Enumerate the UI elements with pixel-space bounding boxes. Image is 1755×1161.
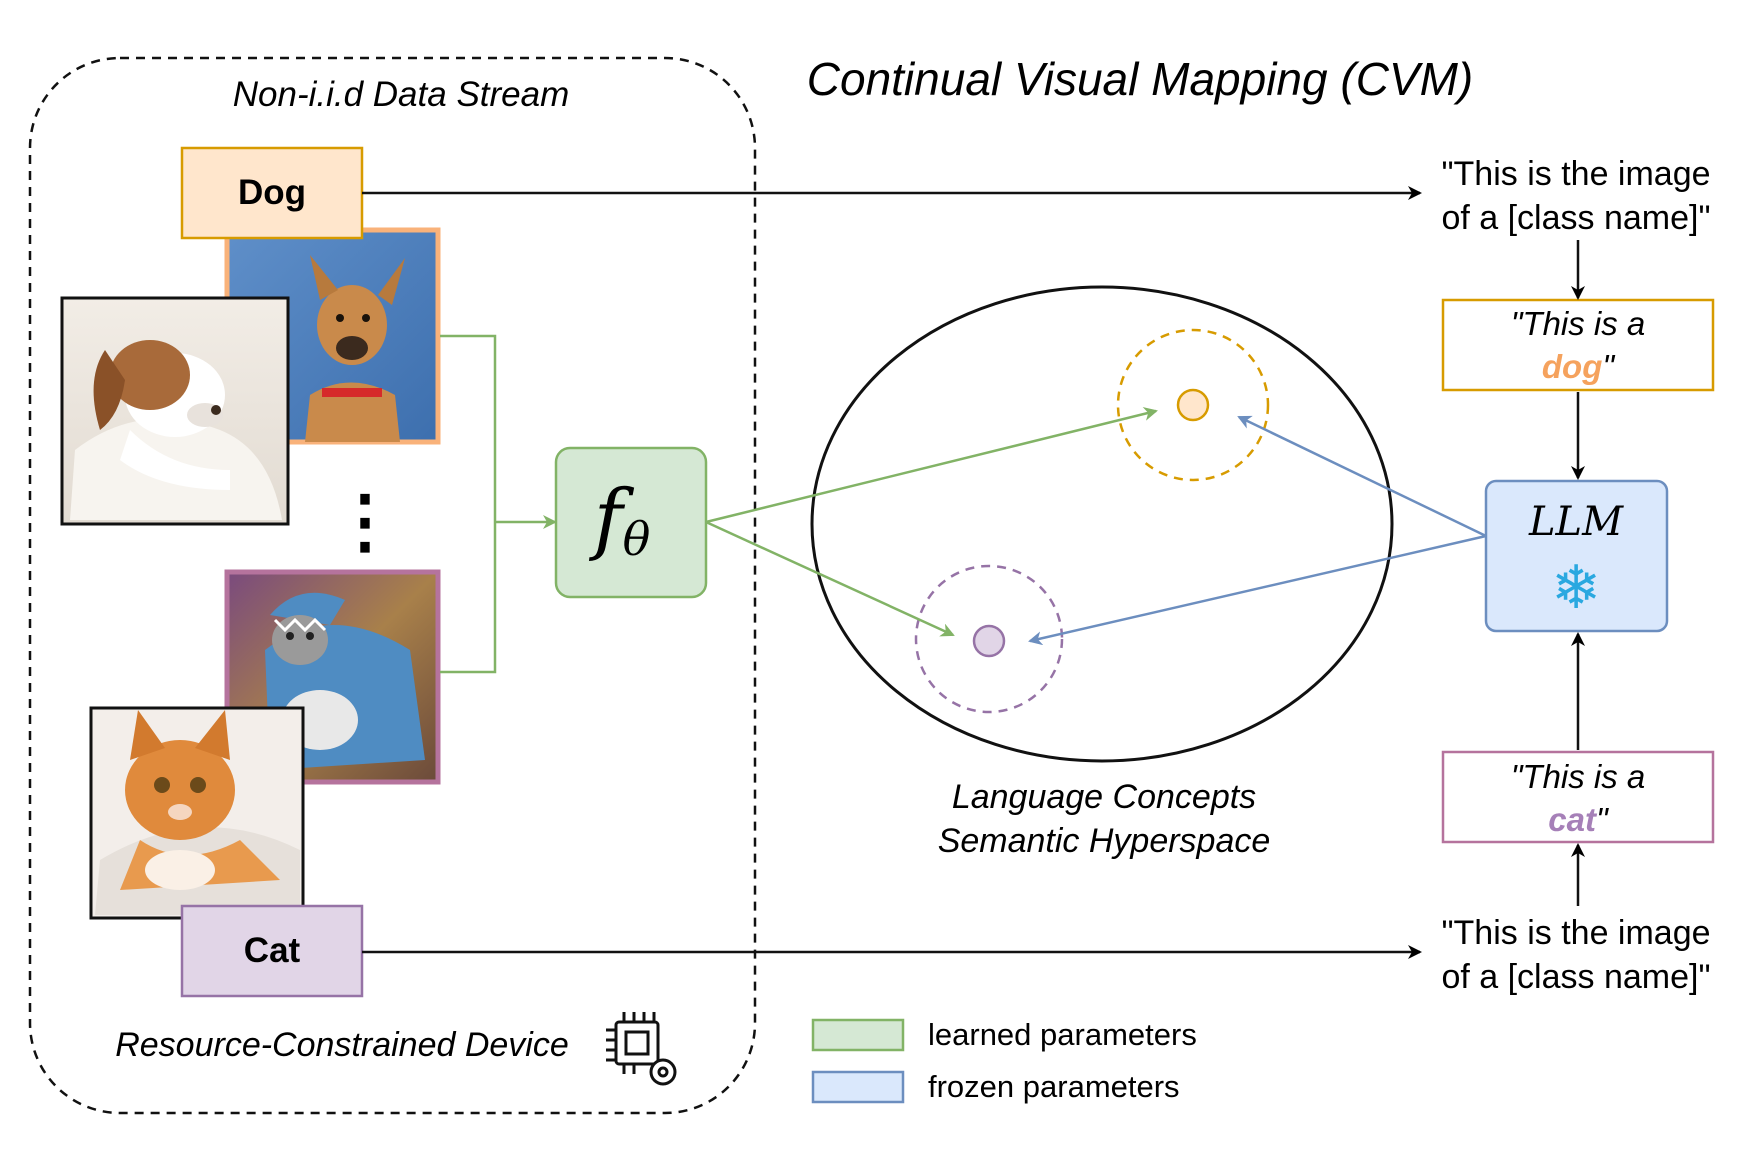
- legend-frozen-label: frozen parameters: [928, 1069, 1180, 1104]
- llm-to-cat-arrow: [1028, 534, 1487, 646]
- dog-image-back: [60, 296, 290, 526]
- template-text-bottom: "This is the image: [1441, 914, 1710, 952]
- dog-concept-region: [1116, 328, 1270, 482]
- chip-gear-icon: [606, 1012, 677, 1086]
- device-container: [28, 56, 757, 1115]
- cat-prompt-word: cat: [1548, 801, 1598, 838]
- cat-label: Cat: [244, 931, 301, 970]
- cat-image-back: [89, 706, 305, 920]
- template-text-bottom-line2: of a [class name]": [1441, 958, 1710, 996]
- more-images-ellipsis: ⋮: [330, 482, 400, 560]
- template-text-top-line2: of a [class name]": [1441, 199, 1710, 237]
- dog-prompt-line1: "This is a: [1511, 305, 1646, 342]
- dog-to-model-line: [440, 334, 497, 522]
- space-label-line2: Semantic Hyperspace: [938, 822, 1271, 860]
- cat-concept-point: [972, 624, 1006, 658]
- dog-label-box: [180, 146, 364, 240]
- cat-prompt-line1: "This is a: [1511, 758, 1646, 795]
- diagram-title: Continual Visual Mapping (CVM): [807, 53, 1473, 105]
- dog-prompt-line2: dog": [1542, 348, 1615, 385]
- cat-to-model-line: [440, 522, 497, 674]
- space-label-line1: Language Concepts: [952, 778, 1256, 816]
- legend-learned-swatch: [811, 1018, 905, 1052]
- model-to-dog-arrow: [705, 407, 1158, 524]
- template-text-top: "This is the image: [1441, 155, 1710, 193]
- semantic-hyperspace: [810, 285, 1394, 763]
- llm-label: LLM: [1528, 499, 1624, 545]
- dog-label: Dog: [238, 173, 306, 212]
- dog-prompt-box: [1441, 298, 1715, 392]
- dog-prompt-word: dog: [1542, 348, 1602, 385]
- legend-frozen-swatch: [811, 1070, 905, 1104]
- cat-prompt-line2: cat": [1548, 801, 1609, 838]
- model-to-cat-arrow: [705, 520, 955, 637]
- cat-prompt-box: [1441, 750, 1715, 844]
- cat-concept-region: [914, 564, 1064, 714]
- legend-learned-label: learned parameters: [928, 1017, 1197, 1052]
- device-label: Resource-Constrained Device: [115, 1026, 569, 1064]
- data-stream-label: Non-i.i.d Data Stream: [233, 75, 570, 114]
- cat-label-box: [180, 904, 364, 998]
- llm-to-dog-arrow: [1237, 415, 1487, 538]
- legend: learned parameters frozen parameters: [811, 1017, 1197, 1104]
- llm-box: [1484, 479, 1669, 633]
- dog-concept-point: [1176, 388, 1210, 422]
- snowflake-icon: ❄: [1551, 553, 1601, 623]
